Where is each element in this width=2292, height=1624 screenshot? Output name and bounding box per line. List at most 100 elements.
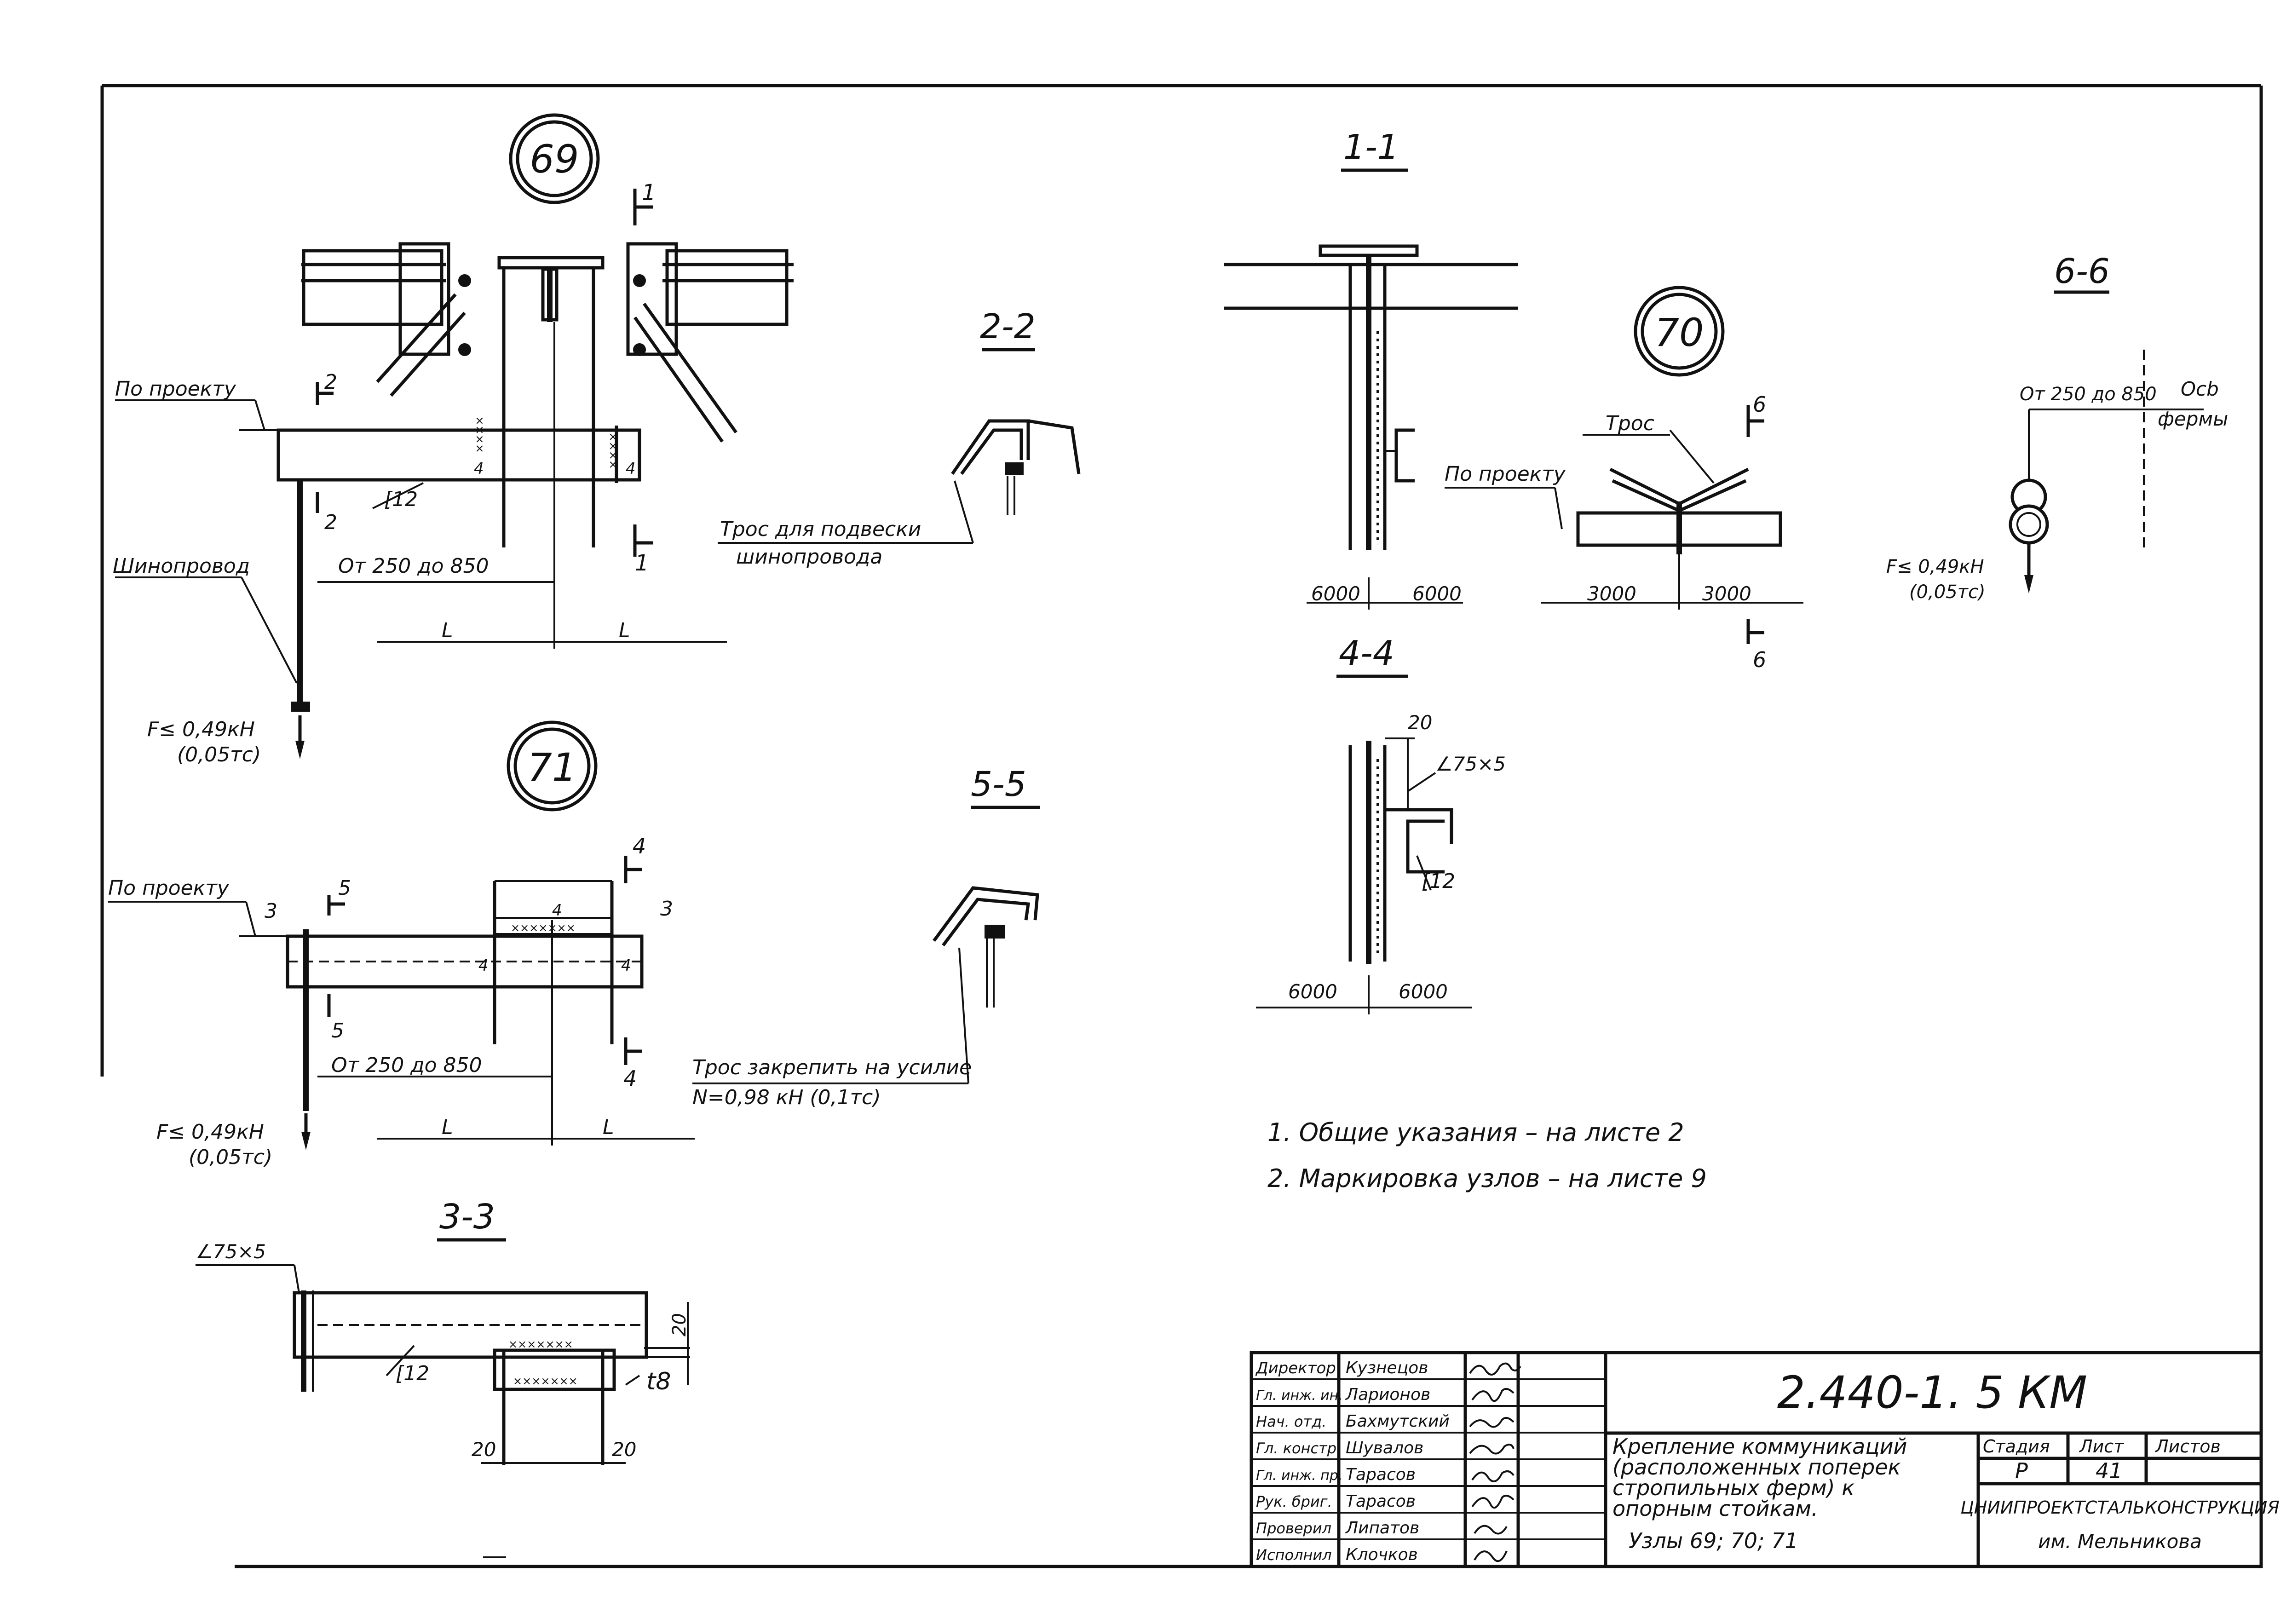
- node-70-detail: 70 Трос 6 6 3000 3000: [1541, 286, 1803, 672]
- dim-3000-right: 3000: [1702, 582, 1751, 605]
- ot-250-850-label-2: От 250 до 850: [2020, 384, 2157, 405]
- dim-6000-left-2: 6000: [1288, 980, 1337, 1003]
- general-notes: 1. Общие указания – на листе 2 2. Маркир…: [1267, 1118, 1707, 1193]
- section-2-2-title: 2-2: [980, 307, 1036, 346]
- po-proektu-label-2: По проекту: [1445, 462, 1566, 486]
- section-mark-1: 1: [635, 550, 649, 576]
- staff-name: Кузнецов: [1346, 1359, 1428, 1377]
- section-mark-4: 4: [623, 1066, 637, 1091]
- section-3-3: 3-3 ××××××× ××××××× ∠75×5 [12 t8 20 20 2…: [196, 1197, 690, 1465]
- dim-20-label-3: 20: [612, 1438, 636, 1461]
- po-proektu-label-3: По проекту: [108, 876, 230, 900]
- staff-name: Ларионов: [1345, 1385, 1430, 1404]
- section-1-1: 1-1 6000 6000 По проекту: [1224, 127, 1566, 610]
- dim-6000-right: 6000: [1412, 582, 1462, 605]
- title-block: Директор Кузнецов Гл. инж. ин. Ларионов …: [1250, 1351, 2280, 1568]
- section-2-2: 2-2 Трос для подвески шинопровода: [718, 307, 1081, 569]
- angle-75x5-label: ∠75×5: [1435, 753, 1506, 775]
- staff-role: Гл. инж. ин.: [1256, 1388, 1343, 1404]
- force-tc-label-3: (0,05тс): [189, 1146, 272, 1169]
- section-mark-4: 4: [633, 834, 646, 858]
- sheet-header: Лист: [2079, 1436, 2125, 1457]
- staff-role: Нач. отд.: [1256, 1413, 1326, 1430]
- staff-role: Проверил: [1256, 1520, 1331, 1537]
- note-line: 2. Маркировка узлов – на листе 9: [1267, 1164, 1707, 1193]
- title-line: опорным стойкам.: [1612, 1496, 1818, 1521]
- force-kn-label-3: F≤ 0,49кН: [156, 1120, 264, 1144]
- section-mark-6: 6: [1753, 647, 1766, 672]
- ot-250-850-label-3: От 250 до 850: [331, 1054, 482, 1077]
- po-proektu-label: По проекту: [115, 377, 236, 401]
- section-mark-3: 3: [660, 897, 673, 921]
- section-mark-2: 2: [324, 370, 337, 394]
- dim-20-label: 20: [1408, 711, 1432, 734]
- drawing-code: 2.440-1. 5 КМ: [1777, 1367, 2087, 1418]
- tros-podveski-label: Трос для подвески: [720, 518, 921, 541]
- weld-leg-label: 4: [621, 956, 631, 975]
- title-line: Узлы 69; 70; 71: [1629, 1528, 1798, 1553]
- staff-name: Клочков: [1346, 1545, 1418, 1564]
- sheet-value: 41: [2096, 1458, 2123, 1483]
- weld-crosses: ××××: [473, 416, 486, 453]
- staff-name: Шувалов: [1346, 1439, 1423, 1457]
- node-69-marker: 69: [530, 137, 579, 182]
- staff-name: Липатов: [1345, 1519, 1419, 1538]
- force-kn-label-2: F≤ 0,49кН: [1886, 556, 1984, 577]
- weld-leg-label: 4: [626, 460, 636, 478]
- dim-6000-right-2: 6000: [1399, 980, 1448, 1003]
- staff-name: Тарасов: [1346, 1465, 1416, 1484]
- tros-zakrepit-label-2: N=0,98 кН (0,1тс): [692, 1086, 881, 1109]
- staff-role: Гл. инж. пр.: [1256, 1468, 1342, 1484]
- section-4-4: 4-4 20 ∠75×5 [12 6000 6000: [1256, 633, 1506, 1014]
- section-3-3-title: 3-3: [439, 1197, 495, 1237]
- force-kn-label: F≤ 0,49кН: [147, 718, 255, 741]
- weld-leg-label: 4: [474, 460, 484, 478]
- section-5-5: 5-5 Трос закрепить на усилие N=0,98 кН (…: [692, 765, 1040, 1109]
- stage-value: Р: [2015, 1458, 2028, 1483]
- title-line: Крепление коммуникаций: [1612, 1434, 1907, 1459]
- section-mark-5: 5: [331, 1019, 344, 1042]
- dim-L-left: L: [442, 619, 453, 642]
- sheet-frame: [100, 84, 2263, 1568]
- t8-label: t8: [646, 1368, 671, 1395]
- tros-podveski-label-2: шинопровода: [736, 545, 882, 569]
- staff-name: Бахмутский: [1346, 1412, 1450, 1431]
- channel-c12-label-3: [12: [396, 1362, 429, 1385]
- section-5-5-title: 5-5: [971, 765, 1026, 804]
- title-line: стропильных ферм) к: [1612, 1475, 1854, 1500]
- weld-crosses: ××××: [606, 432, 619, 469]
- section-mark-5: 5: [338, 876, 351, 900]
- node-71-marker: 71: [528, 745, 577, 790]
- node-69-detail: 69: [113, 113, 794, 766]
- dim-20-label-2: 20: [472, 1438, 496, 1461]
- dim-6000-left: 6000: [1311, 582, 1360, 605]
- organization-name-2: им. Мельникова: [2038, 1530, 2202, 1553]
- weld-crosses: ×××××××: [513, 1375, 578, 1388]
- section-6-6-title: 6-6: [2054, 252, 2110, 291]
- channel-c12-label-2: [12: [1422, 870, 1455, 893]
- force-tc-label: (0,05тс): [177, 743, 261, 766]
- section-1-1-title: 1-1: [1343, 127, 1399, 167]
- title-line: (расположенных поперек: [1612, 1455, 1901, 1480]
- dim-L-right-2: L: [603, 1116, 614, 1139]
- staff-name: Тарасов: [1346, 1492, 1416, 1511]
- weld-leg-label: 4: [552, 901, 562, 920]
- angle-75x5-label-2: ∠75×5: [196, 1240, 266, 1263]
- dim-20-label-4: 20: [669, 1313, 690, 1336]
- section-mark-2: 2: [324, 511, 337, 534]
- dim-L-left-2: L: [442, 1116, 453, 1139]
- stage-header: Стадия: [1983, 1436, 2050, 1457]
- note-line: 1. Общие указания – на листе 2: [1267, 1118, 1684, 1147]
- staff-role: Рук. бриг.: [1256, 1493, 1332, 1510]
- signature: [1469, 1362, 1521, 1562]
- node-71-detail: 71 ××××××× По проекту От 250 до 850 L L …: [108, 720, 695, 1169]
- dim-3000-left: 3000: [1587, 582, 1636, 605]
- weld-crosses: ×××××××: [508, 1338, 573, 1351]
- section-mark-6: 6: [1753, 392, 1766, 417]
- section-mark-3: 3: [265, 899, 277, 923]
- tros-label: Трос: [1606, 412, 1654, 435]
- channel-c12-label: [12: [384, 488, 418, 511]
- section-4-4-title: 4-4: [1339, 633, 1394, 673]
- section-6-6: 6-6 От 250 до 850 Осb фермы F≤ 0,49кН (0…: [1886, 252, 2228, 603]
